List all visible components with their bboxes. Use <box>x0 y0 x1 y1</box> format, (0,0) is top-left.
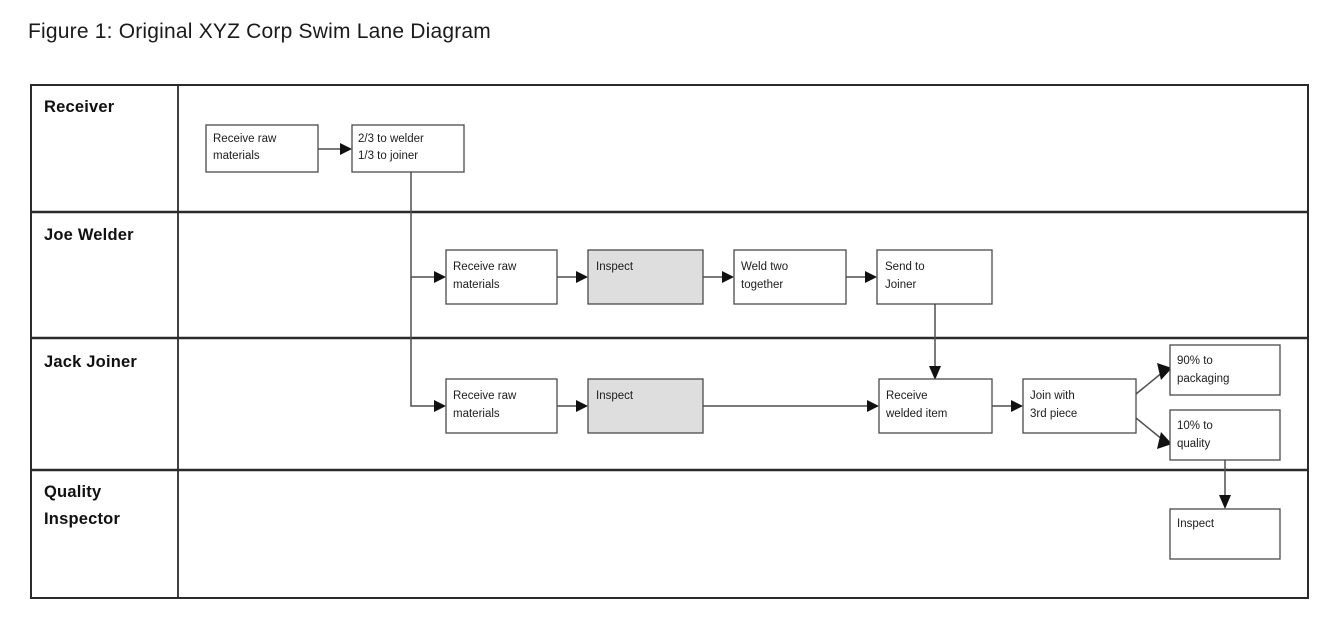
lane-label-text-line1: Quality <box>44 483 102 501</box>
node-label-line2: 1/3 to joiner <box>358 150 418 162</box>
node-label-line1: 2/3 to welder <box>358 133 424 145</box>
figure-title: Figure 1: Original XYZ Corp Swim Lane Di… <box>28 20 492 43</box>
flow-r-split-to-j-receive <box>410 277 446 412</box>
node-label-line1: Receive raw <box>453 390 517 402</box>
node-box[interactable] <box>733 249 847 305</box>
diagram-outer-frame <box>30 84 1309 599</box>
lane-label-text: Receiver <box>44 98 115 116</box>
diagram-frame <box>30 84 1309 599</box>
node-label-line1: Inspect <box>1177 518 1215 530</box>
lane-label-joe-welder: Joe Welder <box>44 226 134 244</box>
flow-r-split-to-w-receive <box>410 172 446 283</box>
node-box[interactable] <box>587 378 704 434</box>
node-label-line1: Join with <box>1030 390 1075 402</box>
node-label-line1: Inspect <box>596 261 634 273</box>
lane-label-jack-joiner: Jack Joiner <box>44 353 137 371</box>
node-q-inspect[interactable]: Inspect <box>1169 508 1281 560</box>
node-box[interactable] <box>1169 344 1281 396</box>
node-label-line1: Receive <box>886 390 928 402</box>
lane-label-text: Joe Welder <box>44 226 134 244</box>
lane-label-quality-inspector: Quality Inspector <box>44 483 120 528</box>
node-box[interactable] <box>878 378 993 434</box>
flow-j-join-to-j-quality <box>1135 417 1172 449</box>
node-label-line2: together <box>741 279 783 291</box>
lane-label-receiver: Receiver <box>44 98 115 116</box>
node-label-line1: Inspect <box>596 390 634 402</box>
lane-label-text: Jack Joiner <box>44 353 137 371</box>
flow-w-inspect-to-w-weld <box>703 271 734 283</box>
node-j-packaging[interactable]: 90% to packaging <box>1169 344 1281 396</box>
node-label-line2: 3rd piece <box>1030 408 1077 420</box>
node-box[interactable] <box>1022 378 1137 434</box>
node-w-send[interactable]: Send to Joiner <box>876 249 993 305</box>
node-box[interactable] <box>587 249 704 305</box>
node-label-line2: materials <box>453 408 500 420</box>
node-j-welded[interactable]: Receive welded item <box>878 378 993 434</box>
node-j-quality[interactable]: 10% to quality <box>1169 409 1281 461</box>
node-w-weld[interactable]: Weld two together <box>733 249 847 305</box>
lane-label-text-line2: Inspector <box>44 510 120 528</box>
flow-j-welded-to-j-join <box>992 400 1023 412</box>
flow-j-join-to-j-packaging <box>1135 363 1172 395</box>
node-label-line2: materials <box>453 279 500 291</box>
node-label-line2: quality <box>1177 438 1210 450</box>
node-label-line2: packaging <box>1177 373 1229 385</box>
node-j-join[interactable]: Join with 3rd piece <box>1022 378 1137 434</box>
node-label-line1: Receive raw <box>213 133 277 145</box>
node-box[interactable] <box>876 249 993 305</box>
node-label-line2: materials <box>213 150 260 162</box>
node-r-receive[interactable]: Receive raw materials <box>205 124 319 173</box>
node-r-split[interactable]: 2/3 to welder 1/3 to joiner <box>351 124 465 173</box>
flow-j-receive-to-j-inspect <box>557 400 588 412</box>
flow-w-weld-to-w-send <box>846 271 877 283</box>
flow-r-receive-to-r-split <box>318 143 352 155</box>
node-label-line2: welded item <box>885 408 947 420</box>
flow-j-inspect-to-j-welded <box>703 400 879 412</box>
flow-w-send-to-j-welded <box>929 304 941 380</box>
node-label-line1: Receive raw <box>453 261 517 273</box>
flow-j-quality-to-q-inspect <box>1219 460 1231 509</box>
node-box[interactable] <box>1169 508 1281 560</box>
node-box[interactable] <box>445 378 558 434</box>
node-label-line2: Joiner <box>885 279 916 291</box>
node-box[interactable] <box>445 249 558 305</box>
node-label-line1: Weld two <box>741 261 788 273</box>
node-w-receive[interactable]: Receive raw materials <box>445 249 558 305</box>
node-box[interactable] <box>205 124 319 173</box>
node-box[interactable] <box>351 124 465 173</box>
node-j-receive[interactable]: Receive raw materials <box>445 378 558 434</box>
node-box[interactable] <box>1169 409 1281 461</box>
flow-w-receive-to-w-inspect <box>557 271 588 283</box>
node-label-line1: Send to <box>885 261 925 273</box>
node-label-line1: 10% to <box>1177 420 1213 432</box>
node-label-line1: 90% to <box>1177 355 1213 367</box>
node-w-inspect[interactable]: Inspect <box>587 249 704 305</box>
flow-connectors <box>318 143 1231 509</box>
node-j-inspect[interactable]: Inspect <box>587 378 704 434</box>
